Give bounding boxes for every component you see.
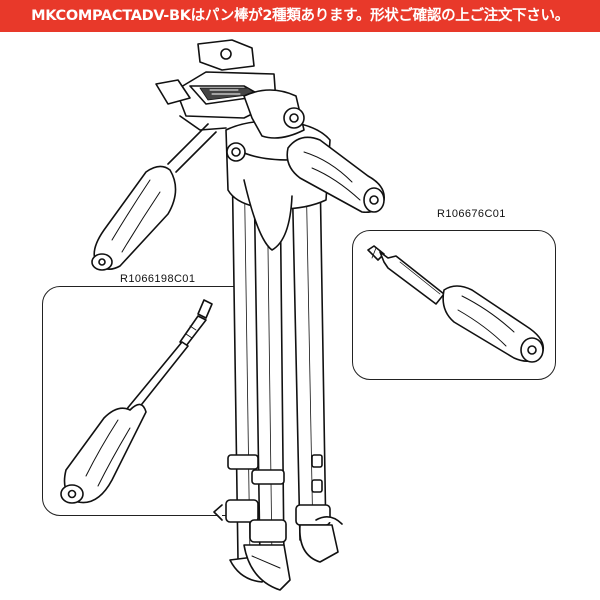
part-code-label-long: R1066198C01 <box>120 273 196 285</box>
pan-head <box>155 39 305 139</box>
pan-handle-long-illustration <box>60 299 213 504</box>
header-banner: MKCOMPACTADV-BKはパン棒が2種類あります。形状ご確認の上ご注文下さ… <box>0 0 600 32</box>
tripod-illustration <box>60 39 545 591</box>
pan-handle-right-attached <box>286 136 385 214</box>
pan-handle-short-illustration <box>367 245 545 363</box>
part-code-label-short: R106676C01 <box>437 208 506 220</box>
banner-text: MKCOMPACTADV-BKはパン棒が2種類あります。形状ご確認の上ご注文下さ… <box>31 8 569 24</box>
pan-handle-left-attached <box>91 123 217 271</box>
tripod-leg-right <box>291 167 343 563</box>
